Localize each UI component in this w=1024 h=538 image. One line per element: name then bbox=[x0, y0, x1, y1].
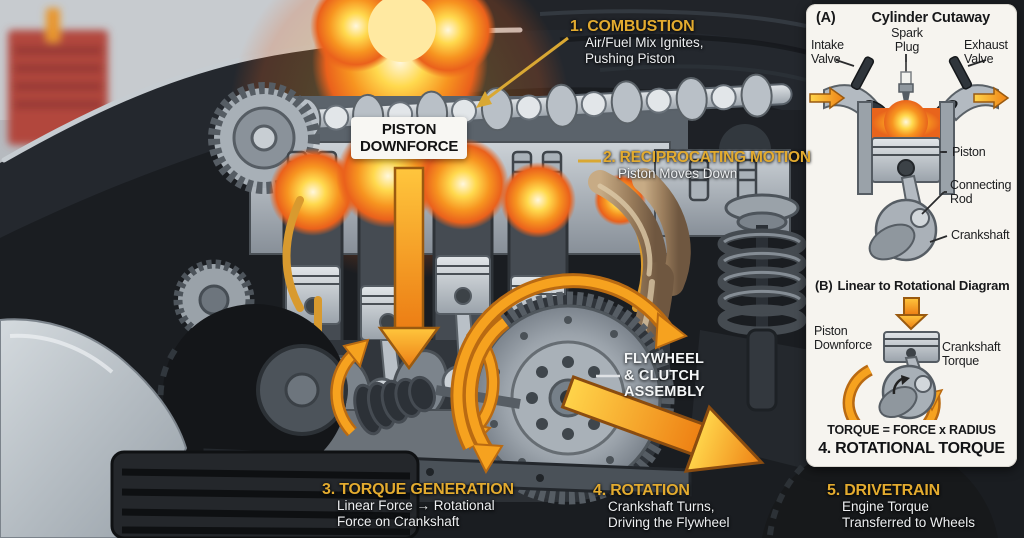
annotation-torque-generation: 3. TORQUE GENERATION Linear Force → Rota… bbox=[322, 481, 514, 529]
torque-generation-sub1: Linear Force → Rotational bbox=[337, 498, 495, 513]
piston-downforce-line2: DOWNFORCE bbox=[360, 138, 459, 155]
cylinder-cutaway-diagram bbox=[809, 54, 1010, 262]
label-piston: Piston bbox=[952, 145, 986, 159]
inset-panel: (A) Cylinder Cutaway bbox=[806, 4, 1017, 467]
label-crankshaft: Crankshaft bbox=[951, 228, 1010, 242]
linear-to-rotational-diagram bbox=[842, 297, 944, 420]
panel-a-tag: (A) bbox=[816, 10, 836, 26]
combustion-title: 1. COMBUSTION bbox=[570, 18, 695, 35]
flywheel-rotation-arc bbox=[450, 273, 688, 451]
rotation-title: 4. ROTATION bbox=[593, 482, 690, 499]
rotation-sub1: Crankshaft Turns, bbox=[608, 499, 715, 514]
cv-boot bbox=[353, 375, 436, 436]
combustion-sub1: Air/Fuel Mix Ignites, bbox=[585, 35, 704, 50]
label-crankshaft-torque: Crankshaft Torque bbox=[942, 340, 1001, 368]
drivetrain-sub1: Engine Torque bbox=[842, 499, 929, 514]
drivetrain-arrow bbox=[560, 375, 765, 473]
torque-generation-title: 3. TORQUE GENERATION bbox=[322, 481, 514, 498]
label-intake-valve: Intake Valve bbox=[811, 38, 844, 66]
panel-a-header: (A) Cylinder Cutaway bbox=[816, 10, 990, 26]
panel-b-tag: (B) bbox=[815, 278, 833, 293]
combustion-sub2: Pushing Piston bbox=[585, 50, 676, 66]
annotation-combustion: 1. COMBUSTION Air/Fuel Mix Ignites, Push… bbox=[570, 18, 704, 66]
flywheel-line1: FLYWHEEL bbox=[624, 351, 705, 367]
panel-a-title: Cylinder Cutaway bbox=[871, 10, 991, 26]
torque-formula: TORQUE = FORCE x RADIUS bbox=[827, 423, 996, 437]
reciprocating-sub1: Piston Moves Down bbox=[618, 166, 738, 181]
annotation-reciprocating: 2. RECIPROCATING MOTION Piston Moves Dow… bbox=[603, 149, 811, 182]
piston-downforce-arrow bbox=[377, 166, 441, 371]
piston-downforce-line1: PISTON bbox=[381, 121, 437, 138]
label-spark-plug: Spark Plug bbox=[891, 26, 923, 54]
label-exhaust-valve: Exhaust Valve bbox=[964, 38, 1008, 66]
drivetrain-title: 5. DRIVETRAIN bbox=[827, 482, 940, 499]
rotational-torque-caption: 4. ROTATIONAL TORQUE bbox=[818, 440, 1005, 457]
label-connecting-rod: Connecting Rod bbox=[950, 178, 1012, 206]
piston-downforce-label: PISTON DOWNFORCE bbox=[351, 117, 468, 159]
rotation-sub2: Driving the Flywheel bbox=[608, 514, 730, 530]
flywheel-line2: & CLUTCH bbox=[624, 367, 700, 384]
force-arrows bbox=[330, 166, 765, 475]
flywheel-line3: ASSEMBLY bbox=[624, 384, 705, 400]
annotation-drivetrain: 5. DRIVETRAIN Engine Torque Transferred … bbox=[827, 482, 975, 530]
flywheel-label: FLYWHEEL & CLUTCH ASSEMBLY bbox=[624, 351, 705, 401]
drivetrain-sub2: Transferred to Wheels bbox=[842, 514, 976, 530]
annotation-rotation: 4. ROTATION Crankshaft Turns, Driving th… bbox=[593, 482, 730, 530]
reciprocating-title: 2. RECIPROCATING MOTION bbox=[603, 149, 811, 166]
panel-b-title: Linear to Rotational Diagram bbox=[837, 278, 1010, 293]
torque-generation-sub2: Force on Crankshaft bbox=[337, 513, 460, 529]
panel-b-header: (B) Linear to Rotational Diagram bbox=[815, 278, 1010, 293]
crank-rotation-arrows bbox=[330, 316, 510, 475]
label-piston-downforce: Piston Downforce bbox=[814, 324, 872, 352]
leader-lines bbox=[476, 36, 620, 378]
